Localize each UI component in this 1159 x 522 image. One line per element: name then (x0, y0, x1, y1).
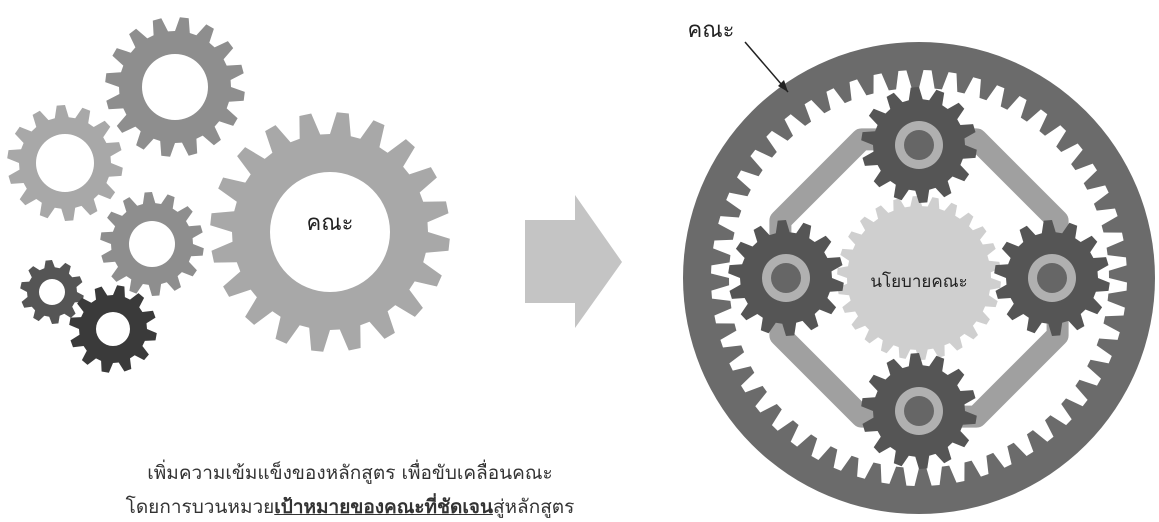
caption-line-2-emphasis: เป้าหมายของคณะที่ชัดเจน (274, 496, 493, 518)
gear-middle-small-icon (100, 192, 204, 296)
caption-line-2-prefix: โดยการบวนหมวย (126, 496, 275, 518)
planet-gear-right-hub-center (1037, 263, 1067, 293)
gear-left-icon (7, 105, 123, 221)
left-gear-cluster (7, 17, 450, 373)
planet-gear-top-hub-center (904, 130, 934, 160)
caption-line-1: เพิ่มความเข้มแข็งของหลักสูตร เพื่อขับเคล… (0, 458, 700, 488)
big-gear-label: คณะ (307, 211, 354, 236)
caption-line-2: โดยการบวนหมวยเป้าหมายของคณะที่ชัดเจนสู่ห… (0, 492, 700, 522)
planet-gear-bottom-hub-center (904, 396, 934, 426)
center-gear-label: นโยบายคณะ (870, 271, 967, 292)
arrow-icon (525, 195, 622, 328)
gear-dark-icon (69, 285, 157, 373)
gear-top-icon (105, 17, 245, 157)
planet-gear-left-hub-center (771, 263, 801, 293)
caption-line-2-suffix: สู่หลักสูตร (493, 496, 574, 518)
gear-tiny-icon (20, 260, 84, 324)
outer-ring-label: คณะ (688, 18, 735, 43)
